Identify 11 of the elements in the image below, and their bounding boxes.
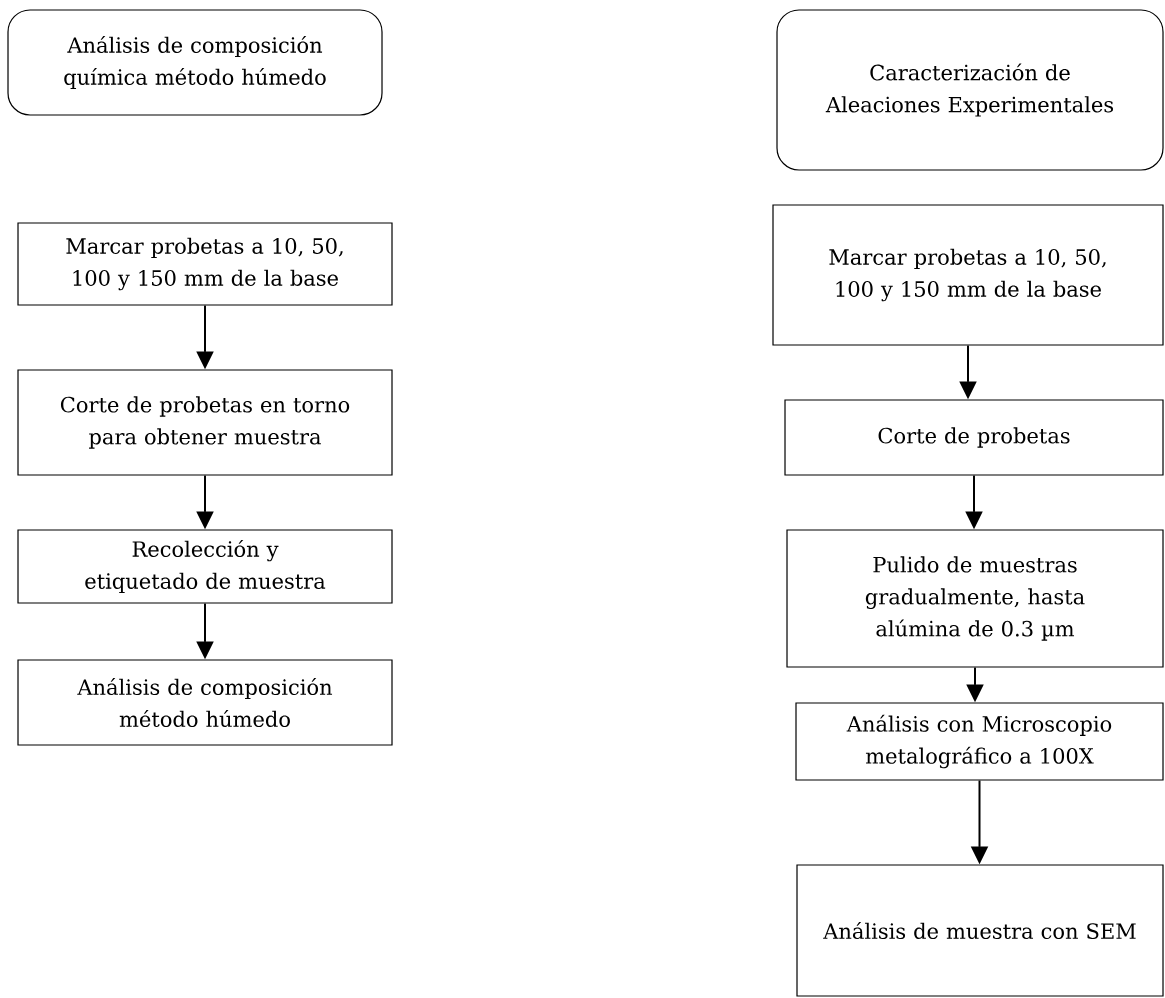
process-box: Recolección y etiquetado de muestra [17,529,393,604]
process-box: Análisis de muestra con SEM [796,864,1164,997]
title-box: Caracterización de Aleaciones Experimentales [776,9,1164,171]
process-box: Análisis de composición método húmedo [17,659,393,746]
process-box: Pulido de muestras gradualmente, hasta alúmina de 0.3 µm [786,529,1164,668]
process-box: Marcar probetas a 10, 50, 100 y 150 mm de la base [772,204,1164,346]
process-box: Corte de probetas [784,399,1164,476]
title-box: Análisis de composición química método húmedo [7,9,383,116]
process-box: Marcar probetas a 10, 50, 100 y 150 mm de la base [17,222,393,306]
process-box: Análisis con Microscopio metalográfico a 100X [795,702,1164,781]
process-box: Corte de probetas en torno para obtener muestra [17,369,393,476]
